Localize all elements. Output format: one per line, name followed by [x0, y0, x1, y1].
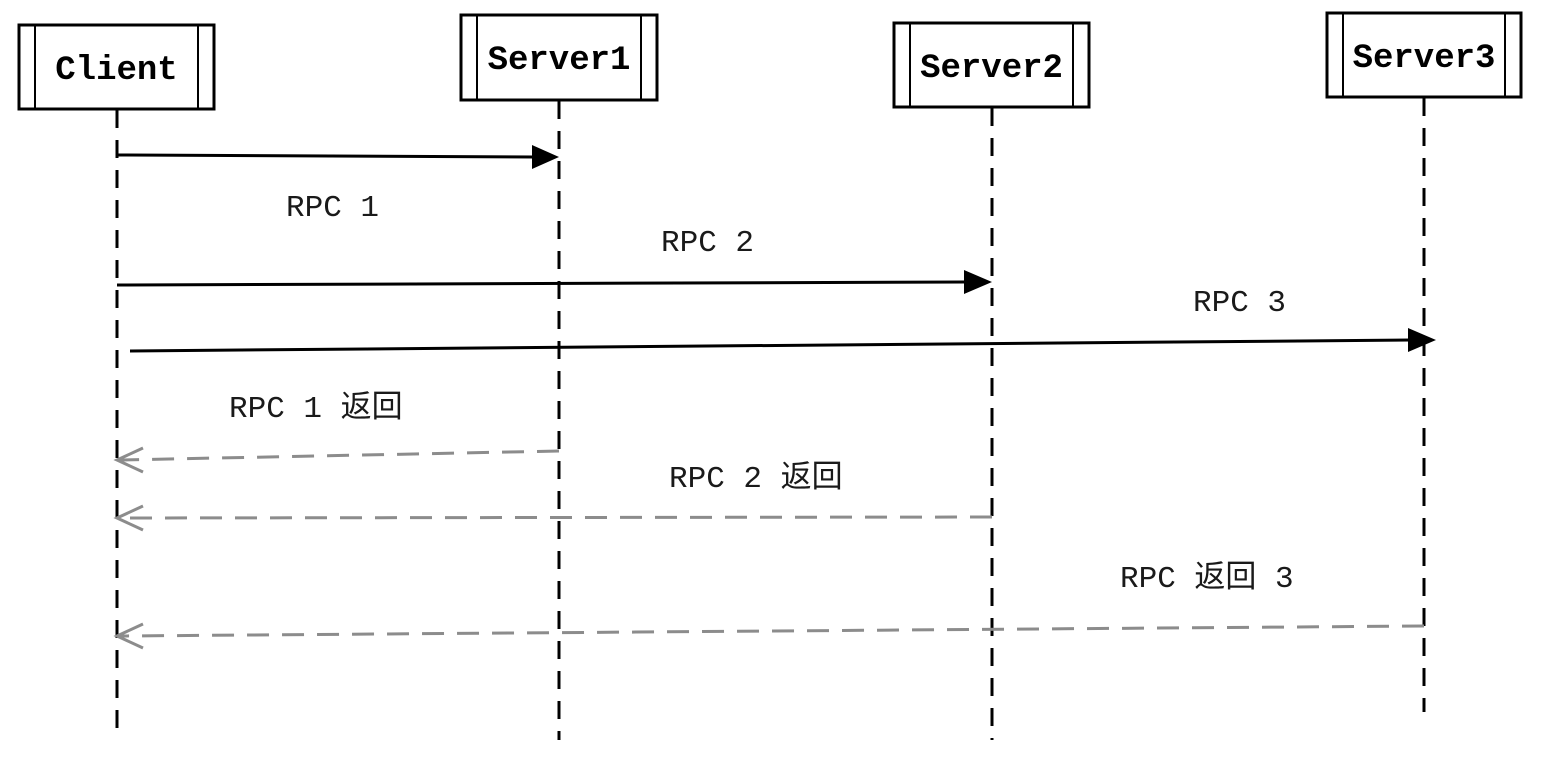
- actor-label-client: Client: [55, 52, 177, 90]
- message-label-rpc1: RPC 1: [286, 191, 379, 226]
- message-label-rpc2-return: RPC 2 返回: [669, 461, 843, 497]
- arrowhead-rpc3: [1408, 328, 1436, 352]
- message-rpc1-return: RPC 1 返回: [113, 391, 560, 474]
- message-rpc2-return: RPC 2 返回: [113, 461, 993, 532]
- arrowhead-rpc1: [532, 145, 559, 169]
- arrowhead-rpc3-return: [113, 622, 144, 650]
- message-rpc3-return: RPC 返回 3: [113, 561, 1425, 650]
- actor-server1: Server1: [459, 13, 659, 102]
- actor-server3: Server3: [1325, 11, 1523, 99]
- arrowhead-rpc2: [964, 270, 992, 294]
- message-label-rpc2: RPC 2: [661, 226, 754, 261]
- message-rpc2: RPC 2: [116, 226, 992, 294]
- message-rpc1: RPC 1: [116, 145, 559, 226]
- actor-client: Client: [17, 23, 216, 111]
- actor-label-server1: Server1: [488, 42, 631, 80]
- arrowhead-rpc2-return: [113, 504, 144, 532]
- actor-label-server3: Server3: [1353, 40, 1496, 78]
- message-label-rpc3-return: RPC 返回 3: [1120, 561, 1294, 597]
- actor-server2: Server2: [892, 21, 1091, 109]
- arrowhead-rpc1-return: [113, 446, 144, 474]
- message-label-rpc1-return: RPC 1 返回: [229, 391, 403, 427]
- message-label-rpc3: RPC 3: [1193, 286, 1286, 321]
- message-rpc3: RPC 3: [129, 286, 1436, 353]
- actor-label-server2: Server2: [920, 50, 1063, 88]
